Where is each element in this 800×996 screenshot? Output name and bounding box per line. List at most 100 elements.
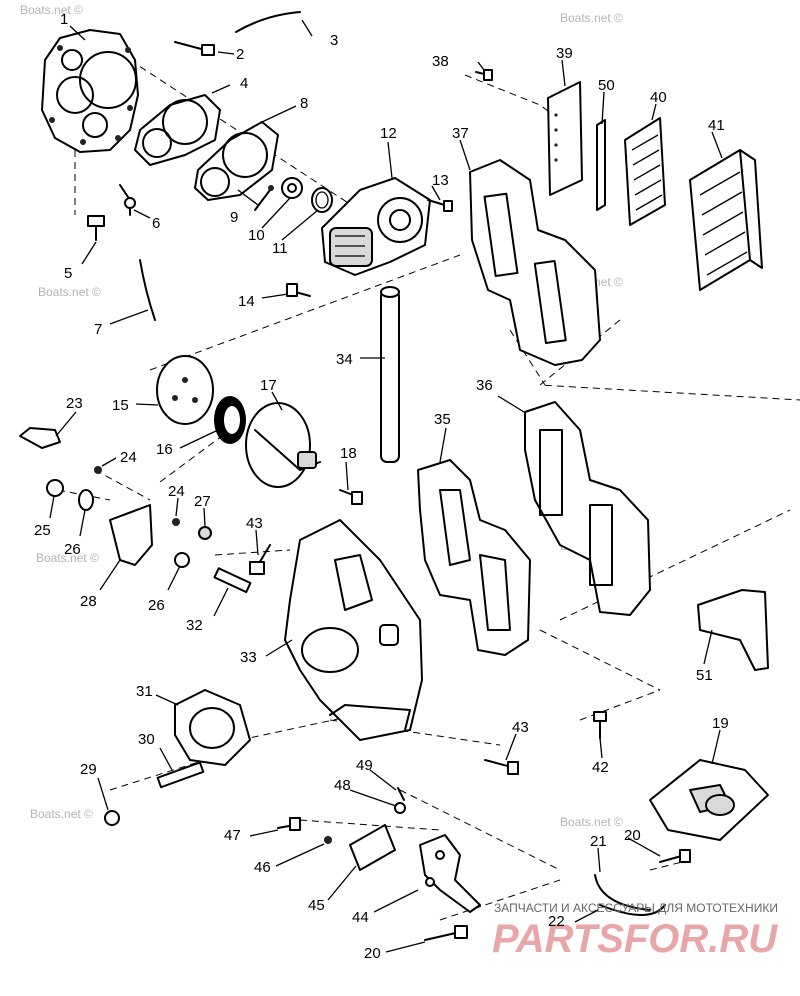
callout-label: 41 [708,117,725,134]
callout-label: 24 [168,483,185,500]
part-20-screw [659,849,691,863]
part-44-bracket [419,834,481,913]
part-34-tube [380,286,400,463]
part-28-bracket [109,504,153,566]
part-32-pin [213,567,252,594]
part-9-screw [254,185,274,211]
callout-labels: 1 2 3 4 8 38 39 50 40 41 37 12 13 9 10 1… [34,11,729,962]
part-18-screw [339,489,363,505]
part-49-screw [397,787,405,801]
callout-label: 26 [148,597,165,614]
part-48-nut [394,802,406,814]
part-19-cover [649,759,769,841]
part-5-bolt [87,215,105,241]
part-6-elbow [119,184,136,216]
part-14-screw [286,283,311,297]
part-2-fitting [174,41,215,56]
callout-label: 40 [650,89,667,106]
callout-label: 5 [64,265,72,282]
leader-lines [49,19,723,953]
part-13-bolt [427,199,453,212]
callout-label: 44 [352,909,369,926]
brand-logo: PARTSFOR.RU [492,917,778,961]
part-27-cap [198,526,212,540]
brand-caption: ЗАПЧАСТИ И АКСЕССУАРЫ ДЛЯ МОТОТЕХНИКИ [494,901,778,915]
callout-label: 38 [432,53,449,70]
part-43-screw [484,759,519,775]
callout-label: 22 [548,913,565,930]
callout-label: 10 [248,227,265,244]
part-23-fitting [19,427,61,449]
part-1-cover [41,29,139,153]
callout-label: 6 [152,215,160,232]
callout-label: 50 [598,77,615,94]
watermark: Boats.net © [30,807,93,821]
callout-label: 3 [330,32,338,49]
watermark: Boats.net © [560,11,623,25]
part-42-screw [593,711,607,739]
part-11-ring [311,187,333,213]
part-46-nut [324,836,332,844]
part-29-screw [104,810,120,826]
watermark: Boats.net © [560,815,623,829]
part-45-bracket [349,824,396,871]
callout-label: 25 [34,522,51,539]
part-43-screw [249,544,271,575]
callout-label: 29 [80,761,97,778]
callout-label: 16 [156,441,173,458]
part-24-nut [172,518,180,526]
part-39-plate [547,81,583,196]
part-40-reed [624,117,666,226]
callout-label: 33 [240,649,257,666]
part-4-gasket [134,94,221,166]
part-35-gasket [417,459,531,656]
part-24-nut [94,466,102,474]
callout-label: 43 [246,515,263,532]
callout-label: 39 [556,45,573,62]
callout-label: 1 [60,11,68,28]
callout-label: 11 [272,240,288,257]
callout-label: 15 [112,397,129,414]
callout-label: 45 [308,897,325,914]
callout-label: 36 [476,377,493,394]
callout-label: 4 [240,75,248,92]
callout-label: 30 [138,731,155,748]
part-50-strip [596,119,606,211]
callout-label: 13 [432,172,449,189]
part-17-cap [245,402,321,488]
part-25-nut [46,479,64,497]
callout-label: 49 [356,757,373,774]
part-16-seal [214,396,246,444]
part-31-gasket [174,689,251,766]
callout-label: 18 [340,445,357,462]
callout-label: 32 [186,617,203,634]
callout-label: 34 [336,351,353,368]
part-15-disc [156,355,214,425]
callout-label: 8 [300,95,308,112]
callout-label: 28 [80,593,97,610]
callout-label: 17 [260,377,277,394]
part-7-hose [139,259,156,321]
part-36-gasket [524,401,651,616]
part-12-housing [321,177,431,276]
watermark: Boats.net © [38,285,101,299]
callout-label: 51 [696,667,713,684]
callout-label: 42 [592,759,609,776]
part-47-screw [277,817,301,831]
callout-label: 35 [434,411,451,428]
part-41-reed-block [689,149,763,291]
callout-label: 20 [364,945,381,962]
callout-label: 21 [590,833,607,850]
callout-label: 19 [712,715,729,732]
callout-label: 7 [94,321,102,338]
part-21-clip [594,874,651,911]
callout-label: 46 [254,859,271,876]
callout-label: 26 [64,541,81,558]
part-8-gasket [194,121,279,201]
callout-label: 48 [334,777,351,794]
callout-label: 23 [66,395,83,412]
callout-label: 27 [194,493,211,510]
part-33-manifold [284,519,423,741]
